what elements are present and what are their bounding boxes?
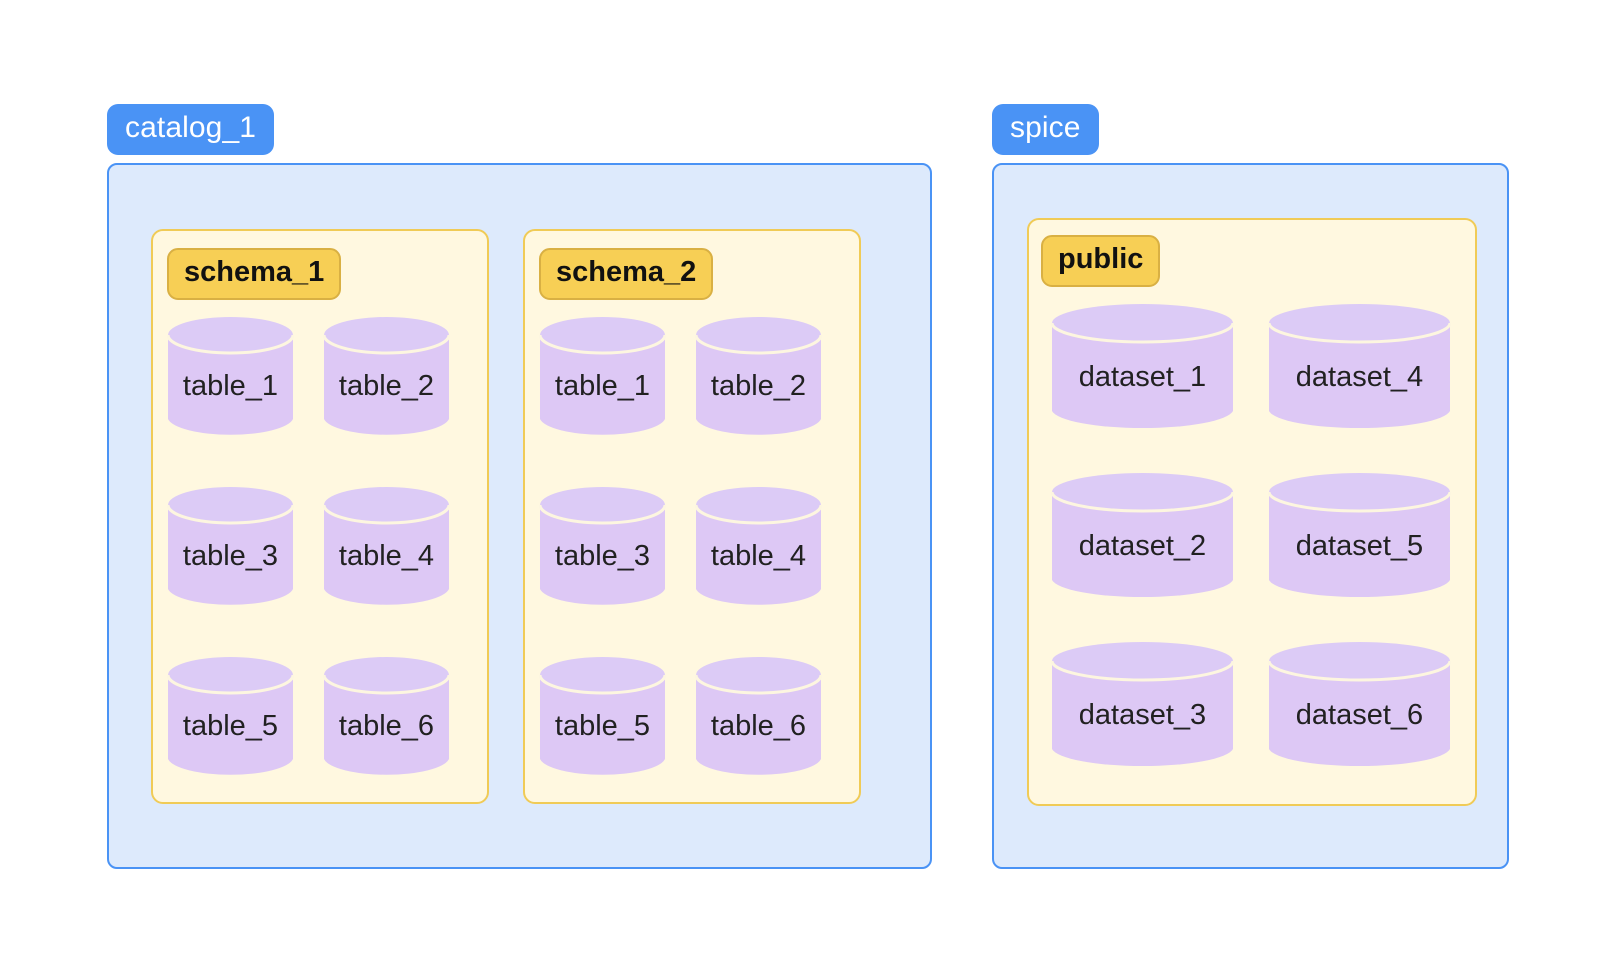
cylinder-icon <box>167 657 294 775</box>
cylinder-icon <box>1268 304 1451 429</box>
object-grid-schema-2: table_1 table_2 <box>539 316 849 786</box>
table-cylinder[interactable]: table_4 <box>323 486 450 608</box>
cylinder-icon <box>323 487 450 605</box>
dataset-name: dataset_5 <box>1295 530 1424 562</box>
cylinder-icon <box>695 487 822 605</box>
table-name: table_3 <box>554 540 651 572</box>
table-cylinder[interactable]: table_1 <box>167 316 294 438</box>
table-name: table_1 <box>182 370 279 402</box>
table-name: table_4 <box>710 540 807 572</box>
schema-panel-public: public dataset_1 <box>1027 218 1477 806</box>
table-cylinder[interactable]: table_6 <box>695 656 822 778</box>
table-name: table_5 <box>182 710 279 742</box>
table-cylinder[interactable]: table_2 <box>323 316 450 438</box>
table-cylinder[interactable]: table_4 <box>695 486 822 608</box>
cylinder-icon <box>167 317 294 435</box>
table-cylinder[interactable]: table_5 <box>167 656 294 778</box>
dataset-name: dataset_2 <box>1078 530 1207 562</box>
group-catalog-1: catalog_1 schema_1 table_1 <box>107 104 932 869</box>
table-cylinder[interactable]: table_2 <box>695 316 822 438</box>
cylinder-icon <box>695 317 822 435</box>
schema-panel-schema-1: schema_1 table_1 <box>151 229 489 804</box>
schema-label-schema-2[interactable]: schema_2 <box>539 248 714 300</box>
table-name: table_5 <box>554 710 651 742</box>
group-body-catalog-1: schema_1 table_1 <box>107 163 932 869</box>
table-name: table_2 <box>338 370 435 402</box>
table-cylinder[interactable]: table_6 <box>323 656 450 778</box>
table-name: table_2 <box>710 370 807 402</box>
dataset-cylinder[interactable]: dataset_5 <box>1268 472 1451 600</box>
cylinder-icon <box>1268 473 1451 598</box>
cylinder-icon <box>1051 473 1234 598</box>
group-spice: spice public dataset_1 <box>992 104 1509 869</box>
table-cylinder[interactable]: table_3 <box>539 486 666 608</box>
cylinder-icon <box>1051 642 1234 767</box>
dataset-name: dataset_4 <box>1295 361 1424 393</box>
cylinder-icon <box>1268 642 1451 767</box>
dataset-name: dataset_6 <box>1295 699 1424 731</box>
table-name: table_1 <box>554 370 651 402</box>
dataset-cylinder[interactable]: dataset_3 <box>1051 641 1234 769</box>
table-name: table_6 <box>710 710 807 742</box>
schema-panel-schema-2: schema_2 table_1 <box>523 229 861 804</box>
dataset-name: dataset_3 <box>1078 699 1207 731</box>
cylinder-icon <box>539 657 666 775</box>
group-body-spice: public dataset_1 <box>992 163 1509 869</box>
object-grid-public: dataset_1 dataset_4 <box>1051 303 1451 773</box>
table-cylinder[interactable]: table_5 <box>539 656 666 778</box>
dataset-cylinder[interactable]: dataset_4 <box>1268 303 1451 431</box>
cylinder-icon <box>167 487 294 605</box>
cylinder-icon <box>323 317 450 435</box>
dataset-cylinder[interactable]: dataset_1 <box>1051 303 1234 431</box>
table-name: table_4 <box>338 540 435 572</box>
cylinder-icon <box>695 657 822 775</box>
group-label-catalog-1[interactable]: catalog_1 <box>107 104 275 155</box>
cylinder-icon <box>539 317 666 435</box>
cylinder-icon <box>323 657 450 775</box>
object-grid-schema-1: table_1 table_2 <box>167 316 477 786</box>
table-cylinder[interactable]: table_1 <box>539 316 666 438</box>
dataset-cylinder[interactable]: dataset_2 <box>1051 472 1234 600</box>
table-name: table_3 <box>182 540 279 572</box>
cylinder-icon <box>539 487 666 605</box>
table-cylinder[interactable]: table_3 <box>167 486 294 608</box>
schema-label-schema-1[interactable]: schema_1 <box>167 248 342 300</box>
dataset-cylinder[interactable]: dataset_6 <box>1268 641 1451 769</box>
dataset-name: dataset_1 <box>1078 361 1207 393</box>
table-name: table_6 <box>338 710 435 742</box>
group-label-spice[interactable]: spice <box>992 104 1099 155</box>
schema-label-public[interactable]: public <box>1041 235 1161 287</box>
cylinder-icon <box>1051 304 1234 429</box>
